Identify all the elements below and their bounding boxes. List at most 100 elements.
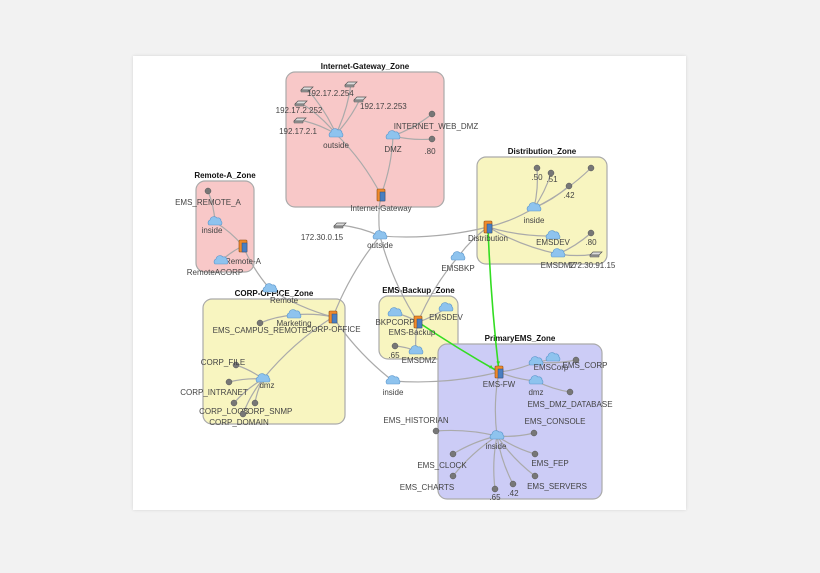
node-p-fep[interactable]: EMS_FEP [531,450,569,468]
node-c-domain[interactable]: CORP_DOMAIN [209,410,269,427]
node-d-51[interactable]: .51 [546,169,558,184]
node-label: EMS_DMZ_DATABASE [527,400,612,409]
node-label: EMS-FW [483,380,516,389]
host-dot-icon [587,164,595,172]
node-ig-r253[interactable]: 192.17.2.253 [353,96,407,111]
node-ig-webdmz[interactable]: INTERNET_WEB_DMZ [394,110,479,131]
node-p-dmz[interactable]: dmz [528,375,544,397]
node-c-dmz[interactable]: dmz [255,373,275,390]
node-label: EMS_CLOCK [417,461,467,470]
node-d-r15[interactable]: 172.30.91.15 [569,251,616,270]
node-d-inside[interactable]: inside [524,202,545,225]
node-label: inside [202,226,223,235]
node-label: EMSDMZ [402,356,437,365]
network-cloud-icon [255,373,271,383]
node-ra-fw[interactable]: Remote-A [225,239,262,266]
node-b-emsdmz[interactable]: EMSDMZ [402,345,437,365]
router-icon [353,96,367,103]
node-b-fw[interactable]: EMS-Backup [389,315,436,337]
firewall-icon [483,220,493,234]
node-p-42[interactable]: .42 [507,480,519,498]
node-c-file[interactable]: CORP_FILE [201,358,245,369]
node-p-historian[interactable]: EMS_HISTORIAN [383,416,449,435]
host-dot-icon [509,480,517,488]
node-b-bkpcorp[interactable]: BKPCORP [375,307,415,327]
node-d-50[interactable]: .50 [531,164,543,182]
node-d-42[interactable]: .42 [563,182,575,200]
node-label: .42 [563,191,575,200]
node-core-remote[interactable]: Remote [262,283,299,305]
node-core-outside[interactable]: outside [367,230,393,250]
node-d-top[interactable] [587,164,595,172]
node-b-emsdev[interactable]: EMSDEV [429,302,464,322]
node-c-intranet[interactable]: CORP_INTRANET [180,378,248,397]
host-dot-icon [547,169,555,177]
zone-label: Distribution_Zone [508,147,577,156]
node-c-snmp[interactable]: CORP_SNMP [242,399,293,416]
node-p-emscorp[interactable]: EMSCorp [528,356,569,372]
node-core-emsbkp[interactable]: EMSBKP [441,251,475,273]
host-dot-icon [230,399,238,407]
network-cloud-icon [438,302,454,312]
zone-box [202,298,346,425]
node-label: dmz [259,381,274,390]
node-label: EMSBKP [441,264,474,273]
node-p-charts[interactable]: EMS_CHARTS [400,472,457,492]
node-core-inside[interactable]: inside [383,375,404,397]
node-ig-fw[interactable]: Internet-Gateway [350,188,412,213]
node-p-top[interactable] [545,352,561,362]
host-dot-icon [428,135,436,143]
node-p-inside[interactable]: inside [486,430,507,451]
node-p-clock[interactable]: EMS_CLOCK [417,450,467,470]
network-cloud-icon [387,307,403,317]
node-p-corp[interactable]: EMS_CORP [563,356,608,370]
node-label: EMSDEV [536,238,570,247]
network-cloud-icon [372,230,388,240]
node-label: outside [323,141,349,150]
node-core-router[interactable]: 172.30.0.15 [301,222,347,242]
node-d-80[interactable]: .80 [585,229,597,247]
node-ig-dmz[interactable]: DMZ [384,130,402,154]
network-diagram: Internet-Gateway_ZoneRemote-A_ZoneDistri… [175,62,616,502]
node-ig-r252[interactable]: 192.17.2.252 [276,100,323,115]
host-dot-icon [251,399,259,407]
link-core_emsbkp-b_fw [417,256,459,323]
node-ra-host[interactable]: EMS_REMOTE_A [175,187,242,207]
node-p-fw[interactable]: EMS-FW [483,365,516,389]
node-ig-outside[interactable]: outside [323,128,349,150]
node-c-campus[interactable]: EMS_CAMPUS_REMOTE [213,319,308,335]
node-c-marketing[interactable]: Marketing [276,309,312,328]
router-icon [333,222,347,229]
zone-distribution: Distribution_Zone [476,147,608,265]
node-label: BKPCORP [375,318,414,327]
host-dot-icon [491,485,499,493]
node-d-fw[interactable]: Distribution [468,220,508,243]
node-ig-80[interactable]: .80 [424,135,436,156]
firewall-icon [238,239,248,253]
node-d-emsdev[interactable]: EMSDEV [536,230,571,247]
link-c_fw-c_dmz [262,316,334,380]
node-ig-r1[interactable]: 192.17.2.1 [279,117,317,136]
node-label: .42 [507,489,519,498]
node-ra-acorp[interactable]: RemoteACORP [187,255,243,277]
arrowhead-icon [489,364,494,369]
arrowhead-icon [496,361,501,366]
node-label: .80 [585,238,597,247]
node-p-dmzdb[interactable]: EMS_DMZ_DATABASE [527,388,613,409]
node-ra-inside[interactable]: inside [202,216,223,235]
node-c-fw[interactable]: CORP-OFFICE [305,310,361,334]
node-p-console[interactable]: EMS_CONSOLE [525,417,586,437]
node-label: 172.30.0.15 [301,233,344,242]
node-d-emsdmz[interactable]: EMSDMZ [541,248,576,270]
network-cloud-icon [408,345,424,355]
node-ig-router-top[interactable] [344,81,358,88]
node-c-logs[interactable]: CORP_LOGS [199,399,249,416]
node-label: inside [383,388,404,397]
host-dot-icon [428,110,436,118]
node-b-65[interactable]: .65 [388,342,400,360]
node-p-servers[interactable]: EMS_SERVERS [527,472,587,491]
node-label: EMS_CAMPUS_REMOTE [213,326,308,335]
node-p-65[interactable]: .65 [489,485,501,502]
node-label: EMSCorp [534,363,569,372]
node-ig-r254[interactable]: 192.17.2.254 [300,86,354,98]
